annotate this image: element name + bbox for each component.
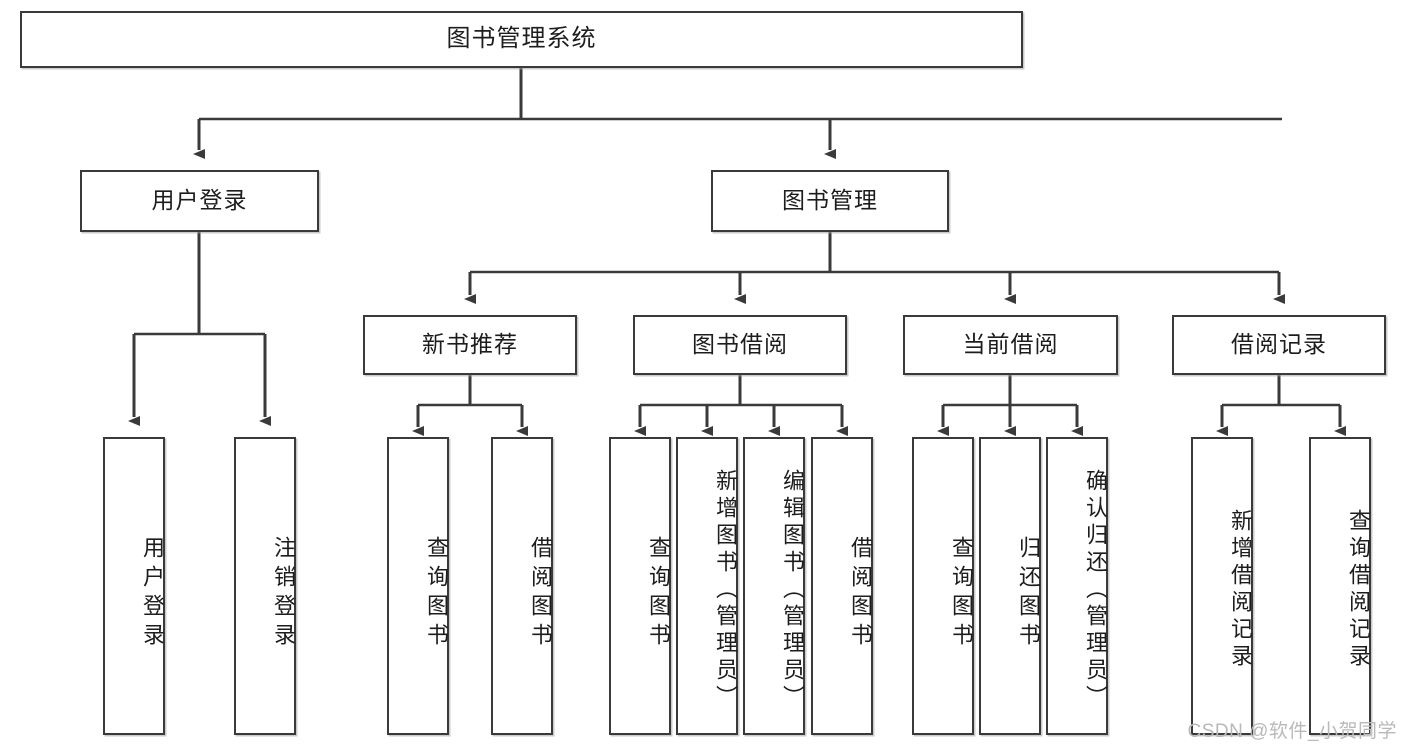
node-label: 新增图书（管理员） <box>713 468 738 712</box>
node-label: 借阅图书 <box>528 536 553 652</box>
leaf-current-query-book[interactable]: 查询图书 <box>912 437 974 735</box>
csdn-watermark: CSDN @软件_小贺同学 <box>1187 721 1397 742</box>
leaf-user-login-logout[interactable]: 注销登录 <box>234 437 296 735</box>
leaf-record-add-borrow-record[interactable]: 新增借阅记录 <box>1191 437 1253 735</box>
leaf-borrow-borrow-book[interactable]: 借阅图书 <box>811 437 873 735</box>
node-label: 确认归还（管理员） <box>1083 468 1108 712</box>
leaf-current-confirm-return-admin[interactable]: 确认归还（管理员） <box>1046 437 1108 735</box>
node-current-borrow[interactable]: 当前借阅 <box>903 315 1118 375</box>
leaf-user-login-login[interactable]: 用户登录 <box>103 437 165 735</box>
node-label: 图书管理 <box>782 187 878 214</box>
node-label: 图书管理系统 <box>446 25 597 53</box>
node-borrow-record[interactable]: 借阅记录 <box>1172 315 1386 375</box>
leaf-borrow-edit-book-admin[interactable]: 编辑图书（管理员） <box>743 437 805 735</box>
node-new-book-recommend[interactable]: 新书推荐 <box>363 315 577 375</box>
node-label: 新增借阅记录 <box>1228 509 1253 671</box>
node-label: 编辑图书（管理员） <box>780 468 805 712</box>
node-label: 用户登录 <box>140 536 165 652</box>
leaf-current-return-book[interactable]: 归还图书 <box>979 437 1041 735</box>
node-user-login[interactable]: 用户登录 <box>80 170 319 232</box>
node-label: 查询图书 <box>949 536 974 652</box>
node-label: 当前借阅 <box>962 331 1059 358</box>
leaf-record-query-borrow-record[interactable]: 查询借阅记录 <box>1309 437 1371 735</box>
node-label: 查询图书 <box>424 536 449 652</box>
node-label: 查询借阅记录 <box>1346 509 1371 671</box>
leaf-borrow-add-book-admin[interactable]: 新增图书（管理员） <box>676 437 738 735</box>
node-label: 归还图书 <box>1016 536 1041 652</box>
node-label: 图书借阅 <box>692 331 788 358</box>
node-label: 注销登录 <box>271 536 296 652</box>
leaf-borrow-query-book[interactable]: 查询图书 <box>609 437 671 735</box>
node-book-management[interactable]: 图书管理 <box>711 170 949 232</box>
node-label: 新书推荐 <box>422 331 518 358</box>
node-label: 借阅记录 <box>1231 331 1327 358</box>
leaf-new-book-query[interactable]: 查询图书 <box>387 437 449 735</box>
node-book-borrow[interactable]: 图书借阅 <box>633 315 847 375</box>
node-label: 用户登录 <box>151 187 248 214</box>
node-root-book-management-system[interactable]: 图书管理系统 <box>20 11 1023 68</box>
leaf-new-book-borrow[interactable]: 借阅图书 <box>491 437 553 735</box>
node-label: 借阅图书 <box>848 536 873 652</box>
node-label: 查询图书 <box>646 536 671 652</box>
